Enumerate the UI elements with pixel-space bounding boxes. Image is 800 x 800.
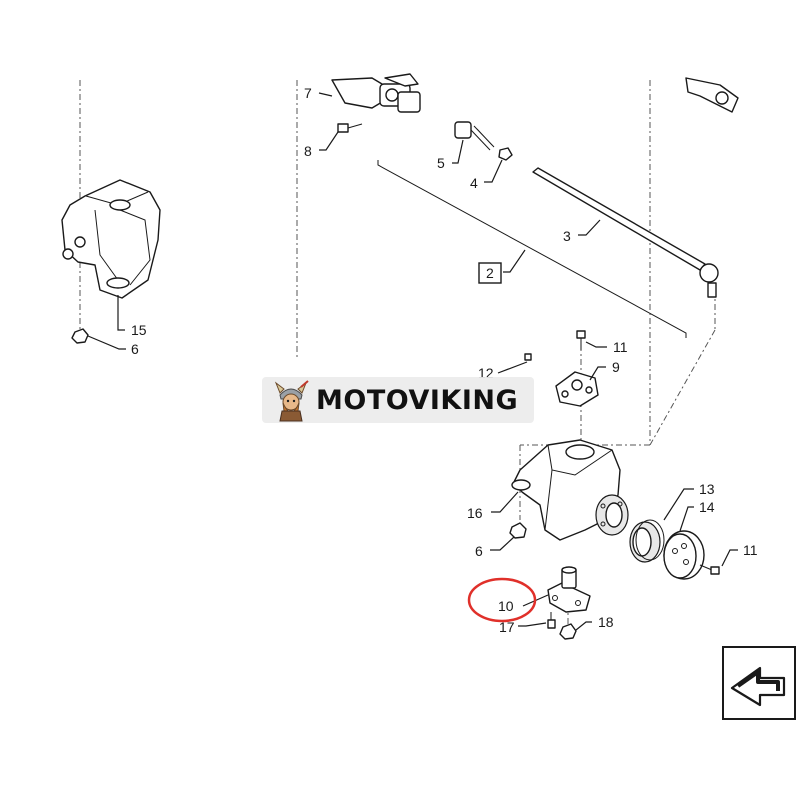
highlight-circle xyxy=(467,577,537,623)
seal-13 xyxy=(629,519,665,563)
centerlines xyxy=(79,80,716,630)
callout-2: 2 xyxy=(486,265,494,281)
callout-6-left: 6 xyxy=(131,341,139,357)
bracket-9 xyxy=(555,371,599,407)
leader-lines xyxy=(87,92,738,631)
bracket-10 xyxy=(547,566,591,613)
callout-17: 17 xyxy=(499,619,515,635)
cap-14 xyxy=(663,530,705,580)
callout-9: 9 xyxy=(612,359,620,375)
callout-15: 15 xyxy=(131,322,147,338)
nut-18 xyxy=(559,623,577,640)
callout-5: 5 xyxy=(437,155,445,171)
bolt-17 xyxy=(547,612,556,629)
callout-6-lower: 6 xyxy=(475,543,483,559)
steering-knuckle-lower xyxy=(511,439,629,541)
callout-14: 14 xyxy=(699,499,715,515)
callout-18: 18 xyxy=(598,614,614,630)
bolt-11-upper xyxy=(576,330,586,350)
watermark-text: MOTOVIKING xyxy=(316,384,519,416)
steering-knuckle-left xyxy=(61,179,161,299)
bolt-11-lower xyxy=(699,564,720,575)
assembly-bracket xyxy=(377,160,687,338)
ball-joint-5 xyxy=(454,121,495,151)
callout-10: 10 xyxy=(498,598,514,614)
callout-4: 4 xyxy=(470,175,478,191)
callout-13: 13 xyxy=(699,481,715,497)
tie-rod-end-top xyxy=(331,73,421,113)
tie-rod-3 xyxy=(532,167,719,298)
callout-3: 3 xyxy=(563,228,571,244)
bolt-8 xyxy=(337,123,363,133)
viking-mascot-icon xyxy=(274,380,309,422)
pin-12 xyxy=(524,353,532,361)
watermark-banner: MOTOVIKING xyxy=(262,377,534,423)
callout-11-upper: 11 xyxy=(613,339,628,355)
callout-7: 7 xyxy=(304,85,312,101)
steering-arm-partial xyxy=(685,77,739,113)
nut-4 xyxy=(498,147,513,161)
nut-6-left xyxy=(71,328,89,344)
callout-8: 8 xyxy=(304,143,312,159)
callout-16: 16 xyxy=(467,505,483,521)
callout-11-lower: 11 xyxy=(743,542,758,558)
nut-6-lower xyxy=(509,522,527,539)
arrow-return-icon[interactable] xyxy=(722,646,796,720)
assembly-box-2 xyxy=(478,262,502,284)
